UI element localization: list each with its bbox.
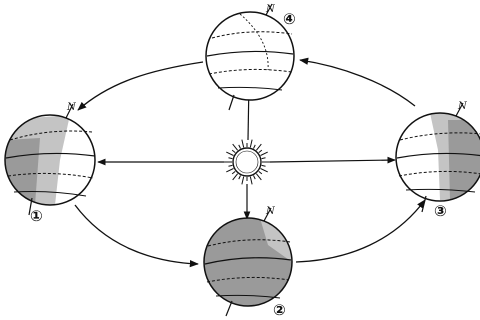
position-label-3: ③: [434, 202, 447, 220]
earth-position-2: N ②: [204, 206, 292, 319]
pole-label-2: N: [265, 206, 276, 217]
sun-spike: [239, 145, 241, 149]
pole-label-4: N: [265, 4, 276, 15]
sun-icon: [224, 140, 270, 185]
sun-spike: [254, 145, 256, 149]
sun-spike: [242, 177, 244, 185]
sun-spike: [226, 152, 233, 155]
orbit-arrow-1-to-2: [75, 205, 198, 264]
sun-spike: [233, 174, 238, 180]
earth-position-4: N ④: [206, 4, 296, 110]
sun-spike: [261, 169, 268, 172]
orbit-arrow-3-to-4: [300, 60, 415, 106]
sun-spike: [242, 140, 244, 148]
earth-position-3: N ③: [396, 101, 480, 220]
sun-spike: [262, 165, 266, 166]
sun-spike: [232, 150, 235, 152]
orbit-arrow-4-to-1: [78, 62, 203, 110]
pole-label-3: N: [457, 101, 468, 112]
orbit-arrow-2-to-3: [296, 200, 425, 262]
sun-spike: [232, 171, 235, 173]
sun-spike: [254, 176, 256, 180]
sun-spike: [256, 174, 261, 180]
position-label-4: ④: [283, 10, 296, 28]
sun-spike: [259, 150, 262, 152]
sun-spike: [239, 176, 241, 180]
sun-spike: [256, 144, 261, 150]
sun-spike: [228, 158, 232, 159]
sun-spike: [262, 158, 266, 159]
sun-spike: [259, 171, 262, 173]
position-label-1: ①: [30, 207, 43, 225]
sun-spike: [250, 177, 252, 185]
position-label-2: ②: [273, 301, 286, 319]
sun-spike: [228, 165, 232, 166]
ray-to-3: [270, 160, 395, 162]
pole-label-1: N: [66, 102, 77, 113]
earth-position-1: N ①: [5, 102, 95, 225]
sun-spike: [233, 144, 238, 150]
sun-spike: [250, 140, 252, 148]
sun-spike: [226, 169, 233, 172]
sun-spike: [261, 152, 268, 155]
